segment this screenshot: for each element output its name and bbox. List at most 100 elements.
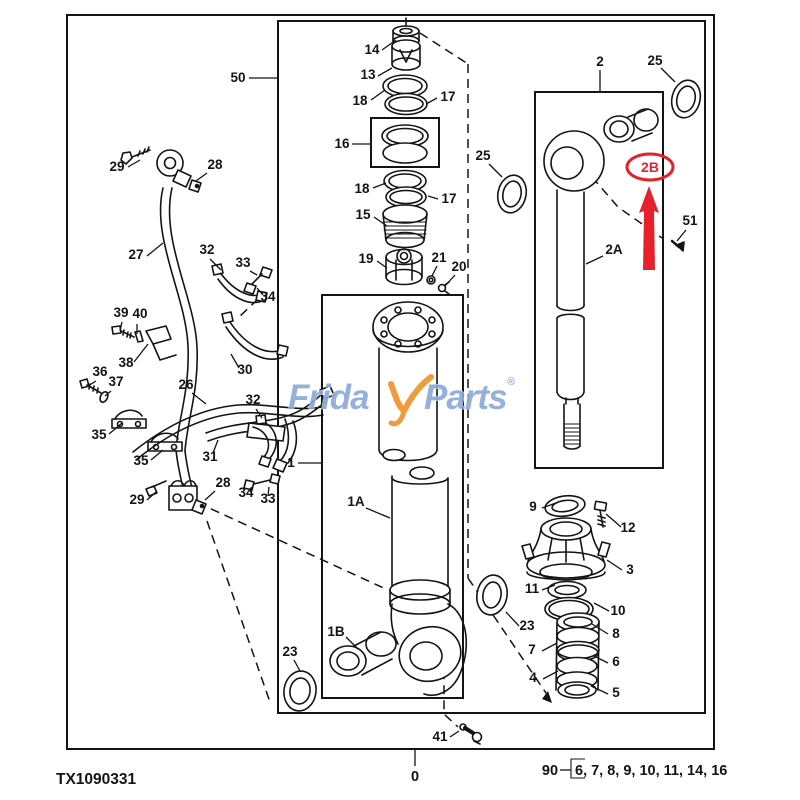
callout-32: 32 (245, 392, 260, 407)
leader-34 (256, 287, 264, 296)
highlight-arrow-up (639, 186, 659, 270)
leader-30 (230, 353, 240, 369)
leader-33 (267, 486, 270, 497)
watermark-swoosh-tail (388, 408, 407, 427)
cylinder-box-1 (321, 294, 464, 699)
highlight-2b: 2B (625, 152, 675, 270)
callout-17: 17 (440, 89, 455, 104)
callout-19: 19 (358, 251, 373, 266)
leader-37 (104, 390, 112, 397)
leader-19 (376, 260, 388, 269)
callout-34: 34 (238, 485, 254, 500)
rod-eye (543, 130, 605, 192)
leader-7 (541, 642, 558, 652)
ring-9 (544, 494, 586, 518)
callout-39: 39 (113, 305, 128, 320)
leader-4 (542, 670, 559, 680)
leader-17 (427, 195, 439, 200)
callout-15: 15 (355, 207, 371, 222)
bracket-38 (145, 325, 172, 345)
leader-28 (195, 172, 208, 182)
leader-23 (505, 611, 520, 627)
callout-5: 5 (612, 685, 620, 700)
bolt-33-upper (259, 266, 273, 279)
dashed-arrowhead (542, 691, 552, 703)
leader-31 (212, 439, 219, 454)
kit-items-bracket (570, 758, 585, 779)
port-boss-a (382, 448, 406, 462)
leader-2A (585, 255, 604, 265)
leader-9 (541, 502, 557, 509)
leader-39 (119, 321, 123, 332)
leader-1A (365, 507, 391, 519)
rod-end-casting (423, 603, 468, 696)
bolt-29-top (120, 151, 133, 165)
ring-16-b (382, 142, 428, 164)
outer-frame (66, 14, 715, 750)
callout-1: 1 (287, 455, 295, 470)
bushing-1b-back (365, 631, 397, 657)
hose-31 (205, 393, 323, 434)
rod-thread-end (563, 403, 581, 447)
callout-31: 31 (202, 449, 218, 464)
leader-29 (146, 491, 157, 501)
seal-ring-25-right (670, 79, 702, 119)
leader-17 (425, 97, 438, 105)
callout-29: 29 (129, 492, 144, 507)
callout-16: 16 (334, 136, 350, 151)
piston-head (372, 301, 444, 353)
drawing-number: TX1090331 (56, 771, 137, 788)
leader-32 (209, 258, 222, 271)
callout-40: 40 (132, 306, 147, 321)
callout-41: 41 (432, 729, 448, 744)
leader-35 (150, 449, 164, 461)
callout-7: 7 (528, 642, 536, 657)
leader-20 (444, 274, 456, 287)
seal-5 (557, 681, 597, 699)
callout-33: 33 (235, 255, 251, 270)
callout-34: 34 (260, 289, 276, 304)
washer-40 (134, 330, 144, 343)
hose-fitting-top (156, 149, 184, 177)
leader-51 (676, 229, 687, 242)
kit-items-label: 6, 7, 8, 9, 10, 11, 14, 16 (575, 763, 727, 779)
oring-21 (426, 275, 436, 285)
hose-27 (159, 187, 190, 451)
cap-14 (392, 25, 420, 37)
leader-34 (249, 486, 253, 493)
port-boss-b (409, 466, 435, 480)
leader-41 (449, 730, 460, 738)
leader-32 (255, 408, 263, 419)
rod-shaft (556, 189, 585, 307)
barrel-1a (391, 475, 449, 587)
callout-23: 23 (282, 644, 298, 659)
hose-26 (132, 403, 323, 453)
callout-9: 9 (529, 499, 537, 514)
callout-2A: 2A (605, 242, 623, 257)
seal-ring-23-left (283, 670, 317, 712)
leader-13 (377, 67, 393, 77)
callout-18: 18 (352, 93, 368, 108)
cup-13 (391, 39, 421, 53)
leader-21 (431, 265, 438, 277)
callout-1A: 1A (347, 494, 365, 509)
leader-36 (87, 380, 97, 387)
leader-29 (127, 159, 141, 168)
leader-35 (108, 422, 123, 435)
kit-ref-label: 90 (542, 763, 558, 779)
callout-14: 14 (364, 42, 380, 57)
leader-25 (488, 163, 503, 178)
hose-assembly-left (79, 146, 335, 515)
seal-ring-25-left (496, 174, 528, 214)
callout-21: 21 (431, 250, 447, 265)
callout-36: 36 (92, 364, 108, 379)
cylinder-assembly (329, 301, 468, 696)
callout-3: 3 (626, 562, 634, 577)
callout-18: 18 (354, 181, 370, 196)
callout-4: 4 (529, 670, 537, 685)
seal-ring-23-right (476, 574, 508, 616)
bolt-39 (111, 325, 122, 335)
leader-27 (146, 242, 164, 257)
leader-18 (370, 89, 386, 101)
